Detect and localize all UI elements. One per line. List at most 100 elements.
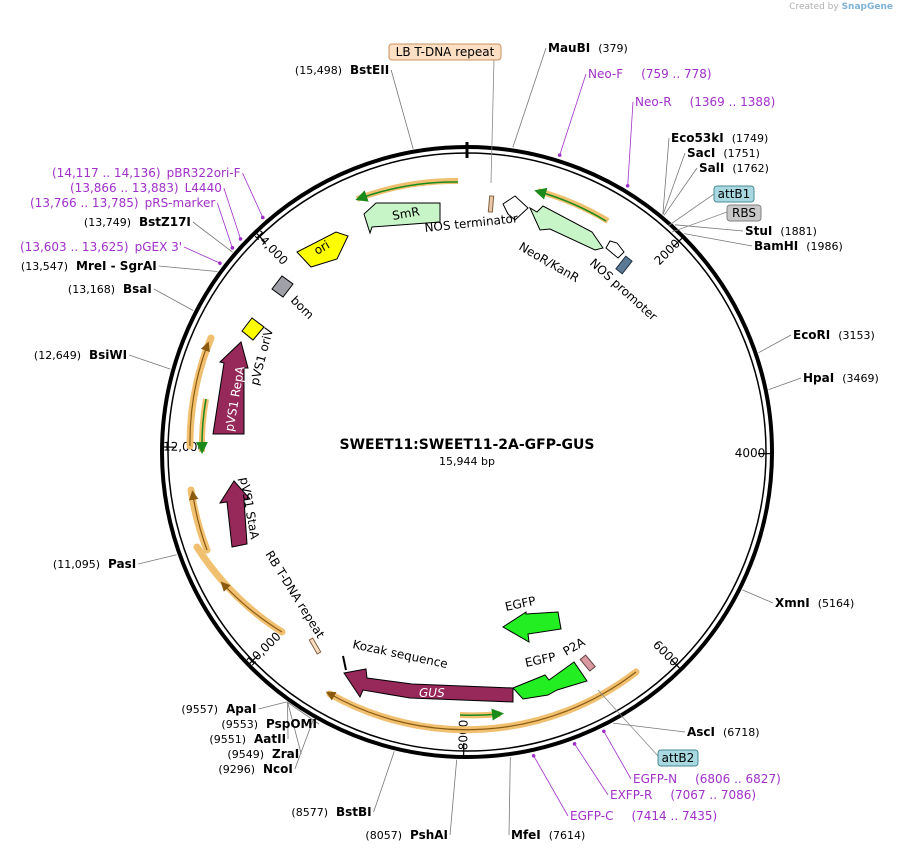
primer-leader [603, 731, 632, 780]
label-gus: GUS [419, 686, 445, 700]
label-ori: ori [312, 238, 333, 258]
site-position: (9551) [209, 733, 246, 746]
primer-name: EXFP-R [610, 788, 652, 802]
primer-name: pGEX 3' [135, 240, 182, 254]
primer-name: L4440 [185, 181, 222, 195]
feature-pvs1-oriv [241, 317, 265, 341]
snapgene-logo: SnapGene [841, 2, 893, 12]
site-name: MfeI [511, 828, 541, 842]
primer-name: EGFP-C [570, 809, 613, 823]
scale-tick-label: 12,000 [163, 439, 205, 454]
feature-egfp-2 [512, 661, 588, 700]
orf-arrow-gus [325, 671, 637, 731]
primer: (13,603 .. 13,625)pGEX 3' [20, 240, 182, 254]
site-leader [138, 554, 177, 565]
site-name: AatII [254, 732, 286, 746]
restriction-site: SalI (1762) [699, 161, 769, 175]
primer: (1369 .. 1388)Neo-R [635, 95, 775, 109]
primer-name: Neo-R [635, 95, 672, 109]
site-name: BstZ17I [139, 215, 191, 229]
site-leader [663, 167, 698, 216]
feature-egfp-1 [502, 611, 562, 643]
primer-name: EGFP-N [633, 772, 677, 786]
site-leader [768, 377, 802, 391]
site-position: (11,095) [53, 558, 100, 571]
restriction-site: AscI (6718) [687, 725, 760, 739]
primer-leader [559, 73, 587, 156]
site-position: (8577) [291, 806, 328, 819]
restriction-site: ZraI(9549) [227, 747, 299, 761]
scale-tick [670, 659, 680, 669]
site-position: (8057) [365, 829, 402, 842]
site-lines [128, 47, 802, 836]
site-position: (1762) [732, 162, 769, 175]
site-leader [662, 137, 670, 215]
site-leader [508, 756, 511, 836]
primer-range: (7414 .. 7435) [631, 809, 717, 823]
site-leader [128, 354, 171, 370]
label-egfp-1: EGFP [504, 594, 537, 614]
feature-bom [271, 275, 294, 298]
site-name: PspOMI [266, 717, 317, 731]
site-name: PshAI [410, 828, 448, 842]
site-name: MauBI [548, 41, 590, 55]
primer-range: (13,766 .. 13,785) [30, 196, 139, 210]
primer-range: (13,866 .. 13,883) [70, 181, 179, 195]
restriction-site: AatII (9551) [209, 732, 286, 746]
label-p2a: P2A [561, 635, 589, 659]
site-name: HpaI [803, 371, 834, 385]
restriction-site: MfeI(7614) [511, 828, 585, 842]
primer-leader [533, 755, 569, 817]
restriction-site: BsiWI(12,649) [34, 348, 127, 362]
primer-leader [574, 743, 609, 796]
primer-leader [183, 246, 221, 264]
feature-attb1-mark [615, 255, 633, 275]
orf-arc-smr [355, 177, 459, 202]
site-position: (379) [598, 42, 628, 55]
scale-tick-label: 8000 [456, 720, 470, 751]
site-name: XmnI [775, 596, 810, 610]
site-leader [192, 221, 233, 253]
site-leader [674, 224, 744, 232]
box-rbs: RBS [671, 204, 762, 233]
site-leader [742, 589, 774, 604]
feature-kozak [342, 655, 347, 671]
box-attb2: attB2 [597, 689, 699, 767]
primer: (13,866 .. 13,883) L4440 [70, 181, 222, 195]
orf-arrow-smr [355, 181, 459, 202]
backbone [160, 142, 774, 759]
primer-marks [183, 73, 634, 817]
site-position: (13,749) [84, 216, 131, 229]
snapgene-credit: Created by SnapGene [789, 2, 893, 12]
primer-leader [216, 202, 233, 248]
site-position: (3469) [842, 372, 879, 385]
label-smr: SmR [391, 204, 421, 223]
site-position: (9549) [227, 748, 264, 761]
label-neor: NeoR/KanR [517, 239, 582, 285]
plasmid-title: SWEET11:SWEET11-2A-GFP-GUS [340, 437, 595, 453]
feature-rb-repeat-mark [308, 637, 322, 655]
orf-arrow-pasi [220, 581, 283, 633]
feature-neor [528, 205, 604, 251]
box-lb-repeat-label: LB T-DNA repeat [396, 45, 495, 59]
primer-labels: (759 .. 778)Neo-F(1369 .. 1388)Neo-R(680… [20, 67, 781, 823]
primer: (7414 .. 7435) EGFP-C [570, 809, 717, 823]
site-leader [153, 288, 194, 311]
site-position: (9557) [181, 703, 218, 716]
restriction-site: XmnI(5164) [775, 596, 854, 610]
site-position: (6718) [723, 726, 760, 739]
primer-mark [260, 215, 265, 220]
site-labels: MauBI(379)Eco53kI(1749)SacI(1751)SalI(17… [21, 41, 879, 842]
site-name: SalI [699, 161, 724, 175]
orf-arrow-repa [189, 341, 210, 447]
site-name: SacI [687, 146, 715, 160]
feature-lb-repeat-mark [487, 195, 495, 213]
site-name: AscI [687, 725, 715, 739]
scale-tick-label: 4000 [735, 446, 766, 460]
primer-leader [242, 172, 264, 218]
primer-range: (7067 .. 7086) [670, 788, 756, 802]
box-attb1-label: attB1 [718, 187, 751, 201]
site-name: MreI - SgrAI [76, 259, 157, 273]
primer-leader [627, 101, 634, 186]
label-bom: bom [288, 293, 317, 322]
